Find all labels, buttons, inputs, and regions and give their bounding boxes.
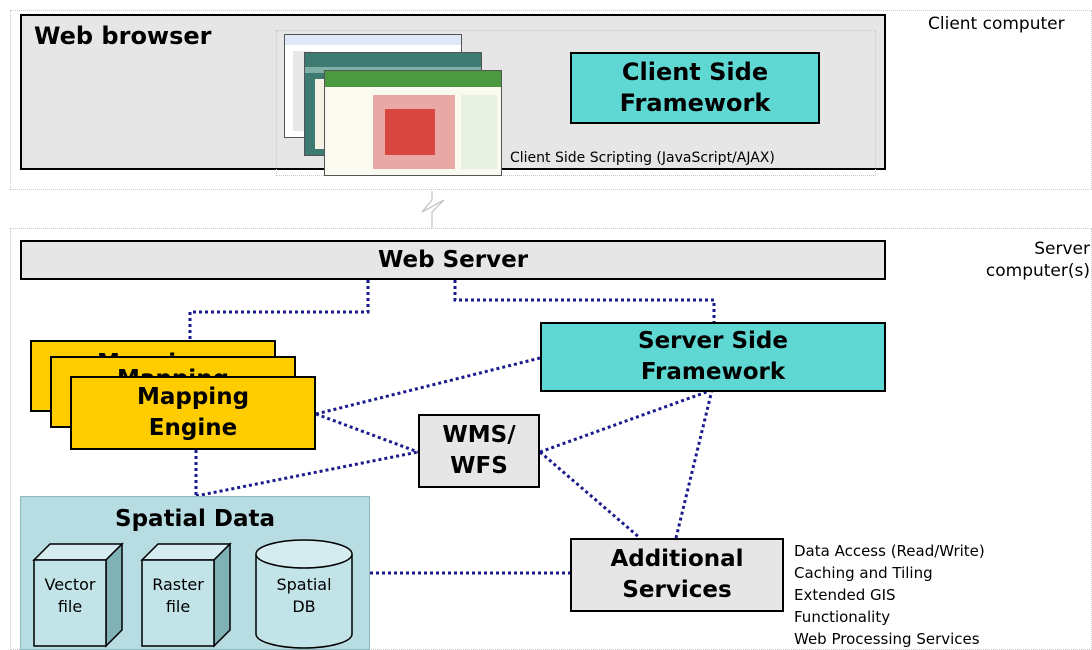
server-framework-line2: Framework — [640, 359, 786, 385]
server-side-framework-box: Server Side Framework — [540, 322, 886, 392]
server-label-line1: Server — [1034, 239, 1090, 259]
server-label-line2: computer(s) — [985, 261, 1090, 281]
spatial-db-label: Spatial DB — [256, 574, 352, 618]
wms-line1: WMS/ — [442, 422, 516, 448]
raster-file-label: Raster file — [142, 574, 214, 618]
vector-label-line2: file — [57, 597, 83, 616]
services-list-item: Web Processing Services — [794, 630, 980, 648]
link-webserver-serverframework — [453, 280, 716, 322]
services-list-item: Functionality — [794, 608, 891, 626]
raster-label-line1: Raster — [152, 575, 204, 594]
scripting-frame — [276, 30, 876, 176]
server-framework-line1: Server Side — [638, 328, 788, 354]
web-browser-title: Web browser — [34, 22, 212, 50]
server-computer-label: Server computer(s) — [930, 238, 1090, 282]
services-list-item: Extended GIS — [794, 586, 896, 604]
client-framework-line1: Client Side — [621, 58, 769, 86]
wms-wfs-box: WMS/ WFS — [418, 414, 540, 488]
services-list-item: Caching and Tiling — [794, 564, 933, 582]
services-list: Data Access (Read/Write) Caching and Til… — [794, 540, 1088, 650]
additional-services-line2: Services — [622, 577, 732, 603]
spatial-data-stores — [32, 539, 353, 649]
network-link — [421, 191, 445, 228]
link-webserver-mapping — [188, 280, 370, 342]
mapping-engine-line1: Mapping — [136, 384, 250, 410]
link-wms-additional — [539, 450, 641, 540]
raster-file-icon — [140, 542, 232, 648]
spatial-data-title: Spatial Data — [115, 506, 275, 532]
vector-file-icon — [32, 542, 124, 648]
client-framework-line2: Framework — [619, 89, 771, 117]
raster-label-line2: file — [165, 597, 191, 616]
vector-file-label: Vector file — [34, 574, 106, 618]
client-side-scripting-label: Client Side Scripting (JavaScript/AJAX) — [510, 150, 775, 166]
additional-services-box: Additional Services — [570, 538, 784, 612]
db-label-line1: Spatial — [276, 575, 332, 594]
link-mapping-wms — [315, 412, 419, 454]
client-computer-label: Client computer — [928, 14, 1065, 34]
additional-services-line1: Additional — [610, 546, 744, 572]
browser-screenshot-3 — [324, 70, 502, 176]
spatial-db-icon — [255, 539, 353, 649]
vector-label-line1: Vector — [44, 575, 96, 594]
link-additional-serverframework — [674, 389, 714, 539]
link-mapping-serverframework — [315, 356, 541, 416]
mapping-engine-line2: Engine — [148, 415, 238, 441]
wms-line2: WFS — [450, 453, 508, 479]
db-label-line2: DB — [292, 597, 316, 616]
mapping-engine-box: Mapping Engine — [70, 376, 316, 450]
client-side-framework-box: Client Side Framework — [570, 52, 820, 124]
web-server-box: Web Server — [20, 240, 886, 280]
browser-screenshots — [276, 28, 876, 178]
services-list-item: Data Access (Read/Write) — [794, 542, 985, 560]
link-wms-serverframework — [539, 388, 713, 454]
link-spatial-wms — [195, 450, 419, 498]
